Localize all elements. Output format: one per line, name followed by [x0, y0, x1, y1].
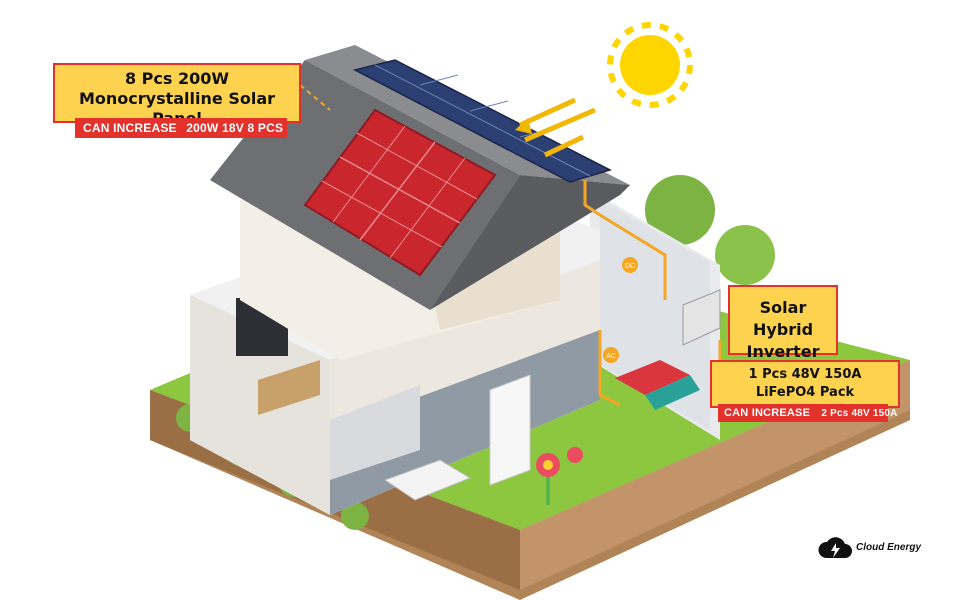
inverter-callout-line1: Solar Hybrid	[752, 298, 814, 339]
battery-badge-value: 2 Pcs 48V 150A	[821, 408, 898, 419]
solar-panel-increase-badge: CAN INCREASE 200W 18V 8 PCS	[75, 118, 287, 138]
ac-label-text: AC	[606, 353, 616, 360]
inverter-device	[682, 289, 721, 346]
inverter-callout-line2: Inverter	[746, 342, 820, 361]
battery-callout-line1: 1 Pcs 48V 150A	[748, 367, 862, 382]
flower-decoration	[536, 447, 583, 505]
solar-panel-callout-line1: 8 Pcs 200W	[124, 69, 230, 88]
logo-text: Cloud Energy	[856, 542, 922, 553]
ac-label: AC	[603, 347, 619, 363]
solar-panel-callout: 8 Pcs 200W Monocrystalline Solar Panel	[53, 63, 301, 128]
wiring	[299, 84, 722, 407]
sun-icon	[515, 22, 693, 158]
battery-increase-badge: CAN INCREASE 2 Pcs 48V 150A	[718, 404, 897, 422]
inverter-callout: Solar Hybrid Inverter	[728, 285, 838, 361]
solar-panel-badge-prefix: CAN INCREASE	[83, 121, 177, 135]
red-solar-panel-array	[303, 108, 497, 277]
battery-callout: 1 Pcs 48V 150A LiFePO4 Pack	[710, 360, 900, 408]
cloud-bolt-icon	[818, 537, 852, 558]
cloud-energy-logo: Cloud Energy	[818, 534, 938, 564]
battery-packs	[615, 360, 700, 410]
solar-panel-badge-value: 200W 18V 8 PCS	[186, 121, 284, 135]
battery-badge-prefix: CAN INCREASE	[724, 407, 811, 419]
blue-solar-panel	[352, 59, 613, 183]
dc-label-text: DC	[625, 263, 635, 270]
battery-callout-line2: LiFePO4 Pack	[755, 385, 855, 400]
dc-label: DC	[622, 257, 638, 273]
